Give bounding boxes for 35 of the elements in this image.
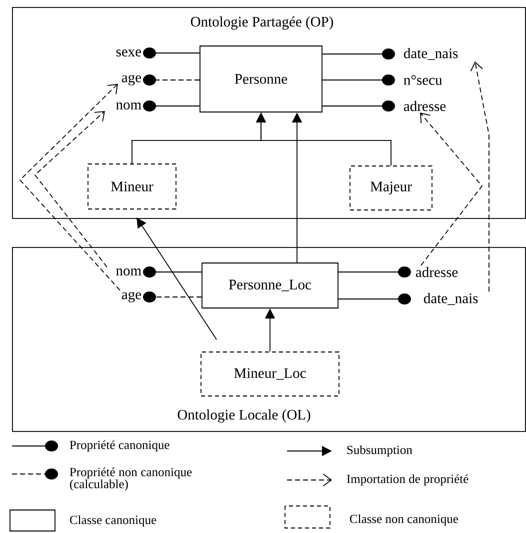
property-label: sexe xyxy=(116,50,142,56)
property-link xyxy=(322,48,395,60)
class-box: Personne xyxy=(200,46,322,112)
property-label: adresse xyxy=(416,266,458,278)
property-link xyxy=(143,48,200,58)
property-link xyxy=(322,74,395,86)
property-label: age xyxy=(122,74,142,86)
property-label: adresse xyxy=(404,100,446,112)
property-link xyxy=(143,292,202,302)
legend-label: Subsumption xyxy=(347,445,412,457)
property-link xyxy=(143,266,202,278)
dashed-class-box: Mineur xyxy=(88,164,176,210)
property-label: date_nais xyxy=(424,293,478,305)
property-label: age xyxy=(122,292,142,302)
property-label: nom xyxy=(116,102,142,110)
legend-label: Propriété non canonique (calculable) xyxy=(70,467,192,491)
property-link xyxy=(338,294,411,304)
legend-label: Classe non canonique xyxy=(350,514,458,526)
property-label: date_nais xyxy=(404,48,458,60)
property-link xyxy=(322,100,395,112)
import-arrow xyxy=(34,110,108,268)
legend-label: Propriété canonique xyxy=(70,440,170,452)
legend-label: Importation de propriété xyxy=(346,474,468,486)
legend-label: Classe canonique xyxy=(70,515,156,527)
property-label: n°secu xyxy=(404,75,442,85)
property-link xyxy=(143,74,200,86)
import-arrow xyxy=(19,84,120,291)
import-arrow xyxy=(470,61,490,292)
dashed-class-box: Mineur_Loc xyxy=(200,352,340,396)
property-link xyxy=(143,100,200,112)
property-label: nom xyxy=(116,268,142,276)
property-link xyxy=(338,266,411,278)
dashed-class-box: Majeur xyxy=(350,166,432,210)
import-arrow xyxy=(420,112,483,266)
class-box: Personne_Loc xyxy=(202,262,338,308)
